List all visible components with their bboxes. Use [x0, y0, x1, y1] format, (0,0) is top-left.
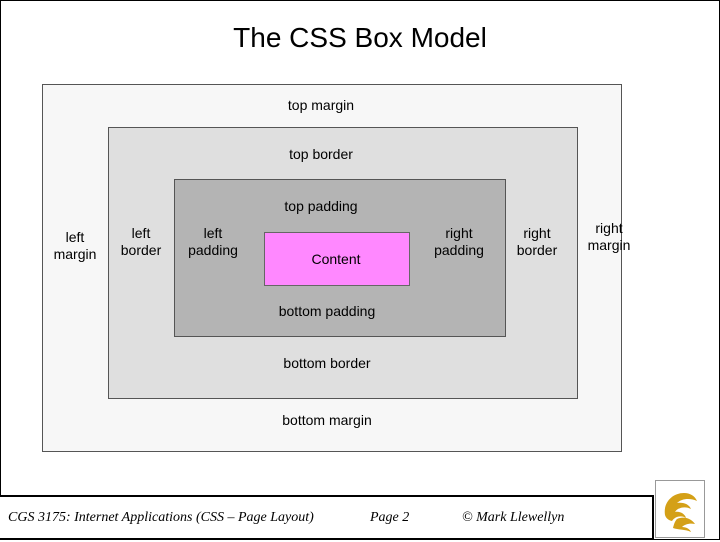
- top-margin-label: top margin: [287, 97, 355, 113]
- content-box: [264, 232, 410, 286]
- left-margin-label: left margin: [53, 229, 97, 262]
- left-border-label: left border: [120, 225, 162, 258]
- content-label: Content: [311, 251, 361, 267]
- right-border-label: right border: [516, 225, 558, 258]
- pegasus-logo-icon: [655, 480, 705, 538]
- footer-page-number: Page 2: [370, 510, 410, 525]
- bottom-padding-label: bottom padding: [278, 303, 376, 319]
- right-margin-label: right margin: [587, 220, 631, 253]
- footer-copyright: © Mark Llewellyn: [462, 510, 565, 525]
- left-padding-label: left padding: [188, 225, 238, 258]
- footer-course: CGS 3175: Internet Applications (CSS – P…: [8, 510, 314, 525]
- top-border-label: top border: [289, 146, 353, 162]
- slide-title: The CSS Box Model: [233, 22, 487, 53]
- footer-bar: CGS 3175: Internet Applications (CSS – P…: [0, 495, 654, 539]
- right-padding-label: right padding: [434, 225, 484, 258]
- top-padding-label: top padding: [284, 198, 358, 214]
- bottom-border-label: bottom border: [283, 355, 371, 371]
- bottom-margin-label: bottom margin: [282, 412, 372, 428]
